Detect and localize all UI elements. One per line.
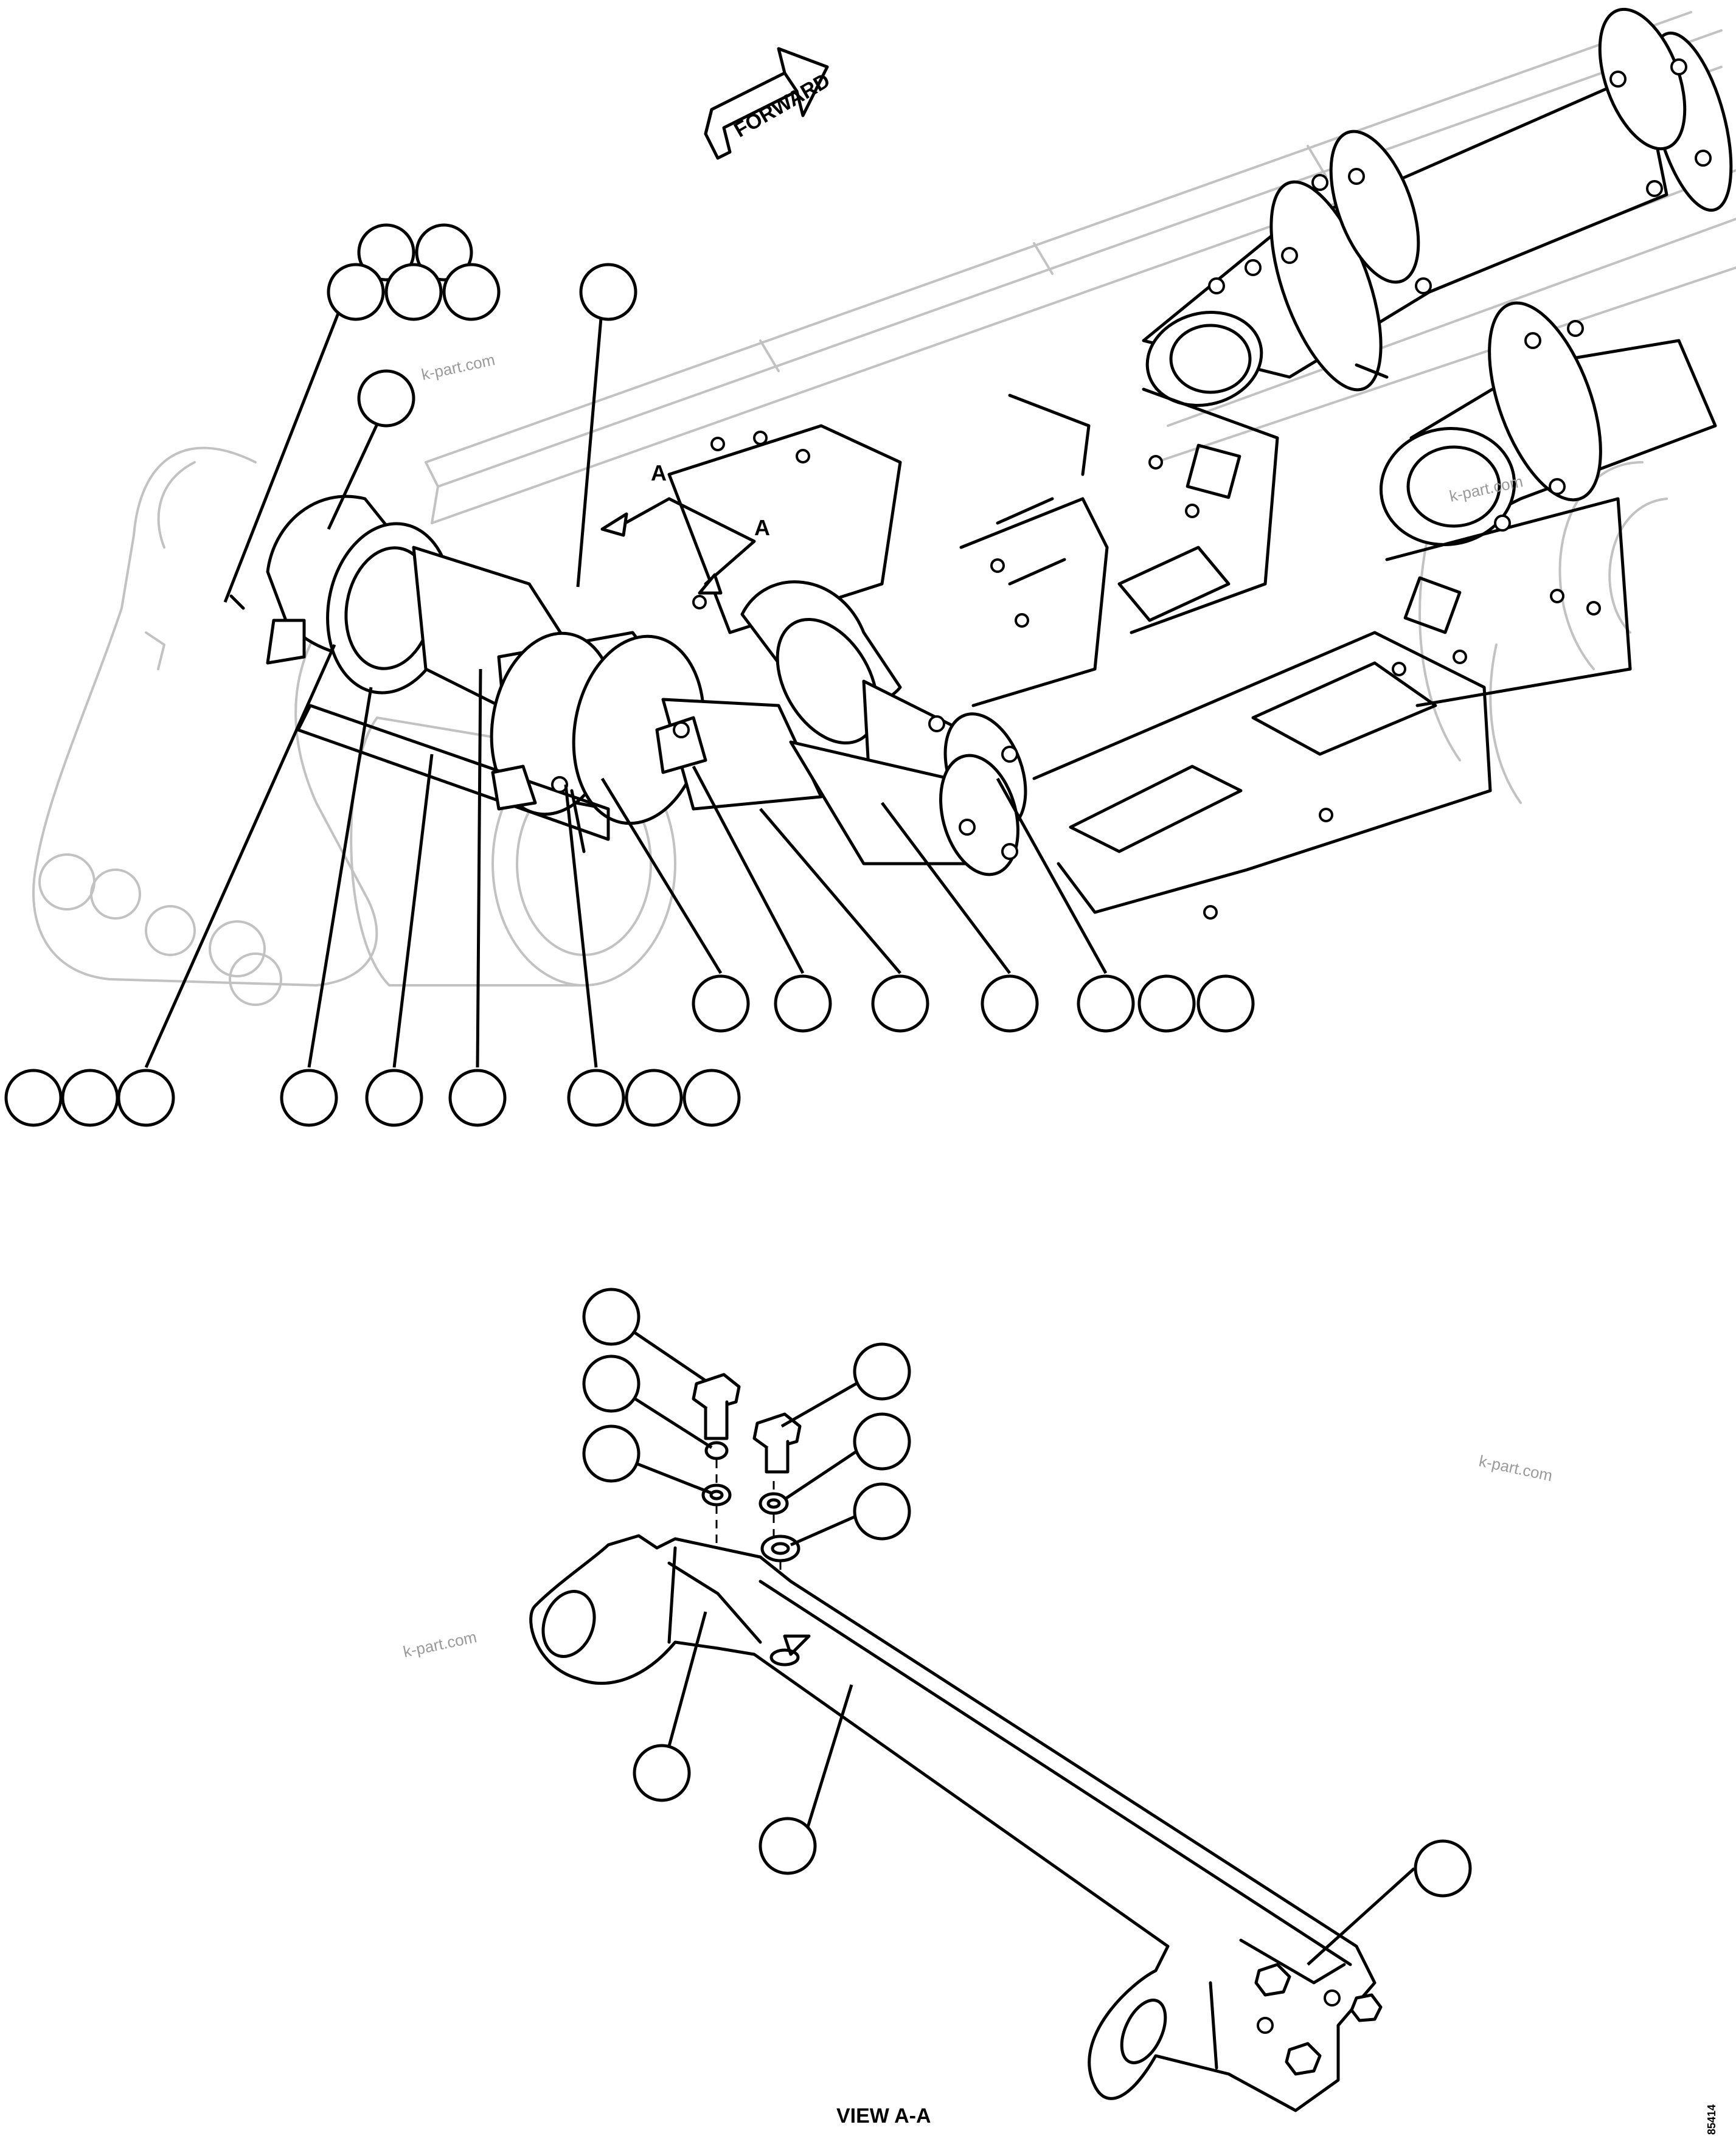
callout-circle [625, 1069, 683, 1127]
callout-circle [327, 263, 385, 321]
callout-circle [981, 974, 1039, 1033]
callout-circle [582, 1424, 641, 1483]
callout-circle [357, 223, 415, 282]
callout-circle [448, 1069, 507, 1127]
callout-circle [384, 263, 443, 321]
callout-circle [853, 1482, 911, 1541]
hex-bolt-right [752, 1412, 802, 1474]
support-bracket [529, 1534, 1377, 2112]
forward-arrow-icon: FORWARD [704, 47, 834, 160]
flange-bolts [692, 58, 1712, 920]
callout-circle [280, 1069, 338, 1127]
section-marker-a1: A [651, 460, 667, 485]
top-callouts [4, 223, 1255, 1127]
exhaust-pipe-assembly: A A [229, 7, 1733, 920]
watermark-text: k-part.com [420, 350, 496, 384]
flat-washer [760, 1535, 800, 1563]
drawing-code: 85414 [1706, 2104, 1718, 2135]
callout-circle [567, 1069, 625, 1127]
callout-circle [1077, 974, 1135, 1033]
callout-circle [582, 1288, 641, 1346]
callout-circle [1196, 974, 1255, 1033]
callout-circle [357, 369, 415, 428]
watermark-text: k-part.com [401, 1628, 478, 1661]
callout-circle [579, 263, 637, 321]
callout-circle [582, 1354, 641, 1413]
callout-circle [61, 1069, 119, 1127]
callout-circle [759, 1817, 817, 1875]
lock-washer [759, 1492, 789, 1515]
callout-circle [117, 1069, 175, 1127]
callout-circle [871, 974, 929, 1033]
callout-circle [442, 263, 501, 321]
flat-washer [701, 1483, 732, 1507]
callout-circle [853, 1412, 911, 1471]
callout-circle [415, 223, 473, 282]
view-a-a-label: VIEW A-A [836, 2104, 931, 2128]
callout-circle [853, 1342, 911, 1401]
section-a-arrows: A A [600, 460, 770, 595]
callout-circle [365, 1069, 423, 1127]
callout-circle [633, 1744, 691, 1802]
callout-circle [774, 974, 832, 1033]
section-marker-a2: A [754, 515, 770, 540]
watermark-text: k-part.com [1477, 1452, 1554, 1485]
callout-circle [4, 1069, 63, 1127]
callout-circle [682, 1069, 741, 1127]
callout-circle [1414, 1839, 1472, 1898]
callout-circle [1137, 974, 1196, 1033]
hex-bolt-left [692, 1373, 741, 1440]
callout-circle [692, 974, 750, 1033]
view-a-a-detail: VIEW A-A [529, 1288, 1472, 2128]
